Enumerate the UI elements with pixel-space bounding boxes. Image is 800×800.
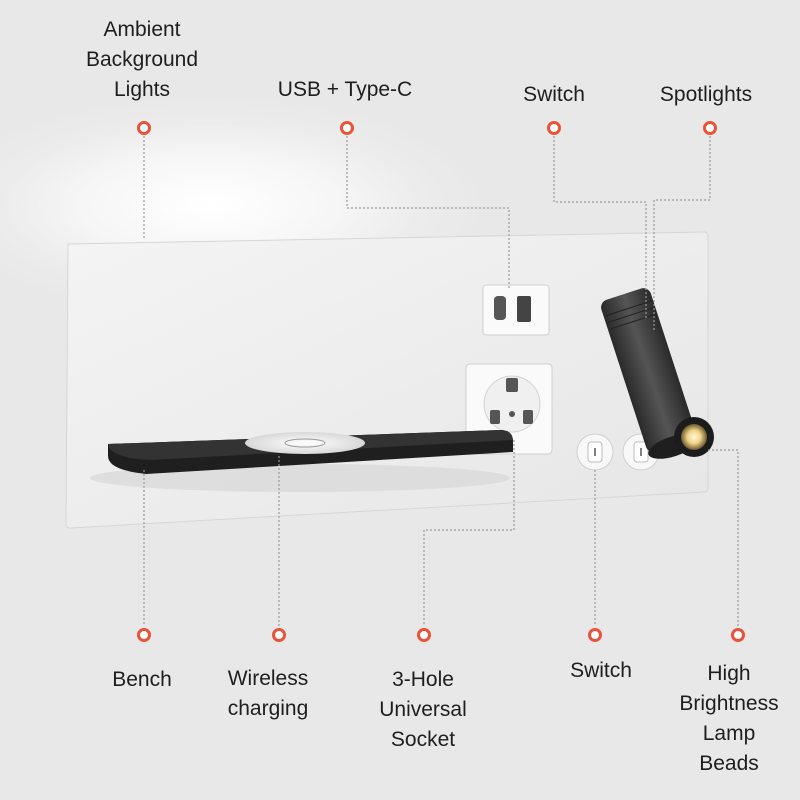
label-wireless-charging: Wireless charging	[227, 667, 309, 720]
wireless-charging-pad	[245, 432, 365, 454]
rocker-switch-left	[576, 433, 614, 471]
usb-typec-module	[482, 284, 550, 336]
callout-dot-spotlights	[703, 121, 717, 135]
lamp-bead-icon	[681, 424, 707, 450]
label-spotlights: Spotlights	[659, 83, 753, 106]
label-usb-typec: USB + Type-C	[277, 78, 413, 101]
label-ambient-lights: Ambient Background Lights	[85, 18, 199, 101]
callout-dot-usb	[340, 121, 354, 135]
callout-dot-wireless	[272, 628, 286, 642]
bench-shelf	[90, 430, 513, 492]
label-universal-socket: 3-Hole Universal Socket	[379, 668, 467, 751]
label-lamp-beads: High Brightness Lamp Beads	[679, 662, 779, 775]
leader-lines	[143, 136, 739, 626]
callout-dot-bench	[137, 628, 151, 642]
label-switch-bottom: Switch	[570, 659, 632, 682]
callout-dot-beads	[731, 628, 745, 642]
callout-dot-switch-bottom	[588, 628, 602, 642]
callout-dot-switch-top	[547, 121, 561, 135]
label-switch-top: Switch	[523, 83, 585, 106]
usb-port-icon	[517, 296, 531, 322]
type-c-port-icon	[494, 296, 506, 320]
spotlight	[601, 288, 714, 459]
callout-dot-ambient	[137, 121, 151, 135]
label-bench: Bench	[112, 668, 172, 691]
callout-dot-socket	[417, 628, 431, 642]
